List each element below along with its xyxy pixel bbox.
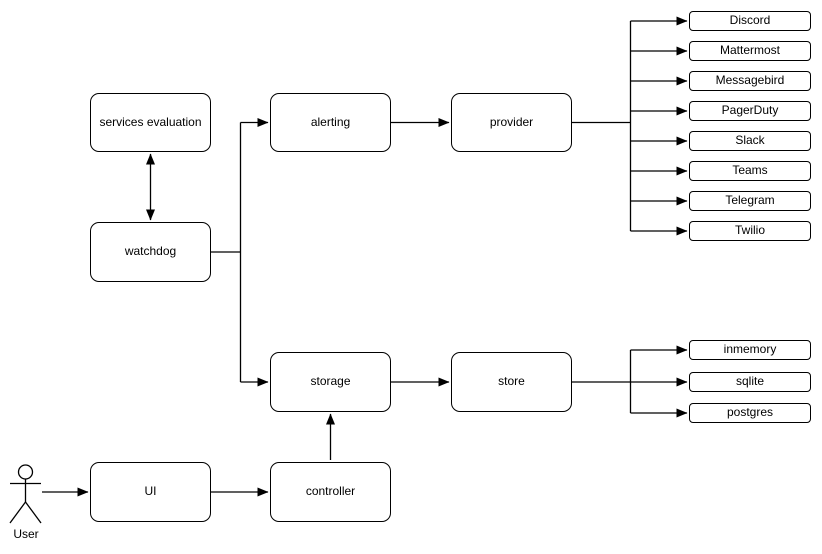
node-label: storage: [310, 374, 351, 389]
node-label: alerting: [310, 114, 351, 129]
node-label: PagerDuty: [721, 103, 779, 118]
node-watchdog[interactable]: watchdog: [90, 222, 211, 282]
user-actor[interactable]: [9, 464, 42, 524]
edge-provider-bus: [572, 21, 632, 231]
node-storage[interactable]: storage: [270, 352, 391, 412]
node-label: Telegram: [725, 193, 775, 208]
node-store[interactable]: store: [451, 352, 572, 412]
node-provider-item-slack[interactable]: Slack: [689, 131, 811, 151]
node-provider-item-teams[interactable]: Teams: [689, 161, 811, 181]
node-ui[interactable]: UI: [90, 462, 211, 522]
node-provider-item-messagebird[interactable]: Messagebird: [689, 71, 811, 91]
node-provider[interactable]: provider: [451, 93, 572, 152]
node-provider-item-mattermost[interactable]: Mattermost: [689, 41, 811, 61]
node-label: Discord: [729, 13, 771, 28]
node-store-item-postgres[interactable]: postgres: [689, 403, 811, 423]
edge-store-bus: [572, 350, 632, 413]
node-label: services evaluation: [99, 114, 202, 129]
node-controller[interactable]: controller: [270, 462, 391, 522]
edge-watchdog-trunk: [211, 122, 242, 382]
node-label: watchdog: [124, 244, 177, 259]
node-label: Messagebird: [715, 73, 785, 88]
node-services-evaluation[interactable]: services evaluation: [90, 93, 211, 152]
node-label: controller: [305, 484, 356, 499]
node-label: Teams: [732, 163, 768, 178]
node-provider-item-twilio[interactable]: Twilio: [689, 221, 811, 241]
node-label: Slack: [735, 133, 765, 148]
node-provider-item-pagerduty[interactable]: PagerDuty: [689, 101, 811, 121]
node-store-item-sqlite[interactable]: sqlite: [689, 372, 811, 392]
node-alerting[interactable]: alerting: [270, 93, 391, 152]
node-label: inmemory: [723, 342, 777, 357]
node-label: store: [498, 374, 525, 389]
node-label: postgres: [726, 405, 774, 420]
node-label: UI: [144, 484, 157, 499]
node-label: provider: [489, 114, 534, 129]
user-actor-label: User: [13, 527, 39, 541]
node-provider-item-telegram[interactable]: Telegram: [689, 191, 811, 211]
node-provider-item-discord[interactable]: Discord: [689, 11, 811, 31]
node-store-item-inmemory[interactable]: inmemory: [689, 340, 811, 360]
node-label: sqlite: [735, 374, 764, 389]
node-label: Mattermost: [719, 43, 780, 58]
node-label: Twilio: [734, 223, 765, 238]
